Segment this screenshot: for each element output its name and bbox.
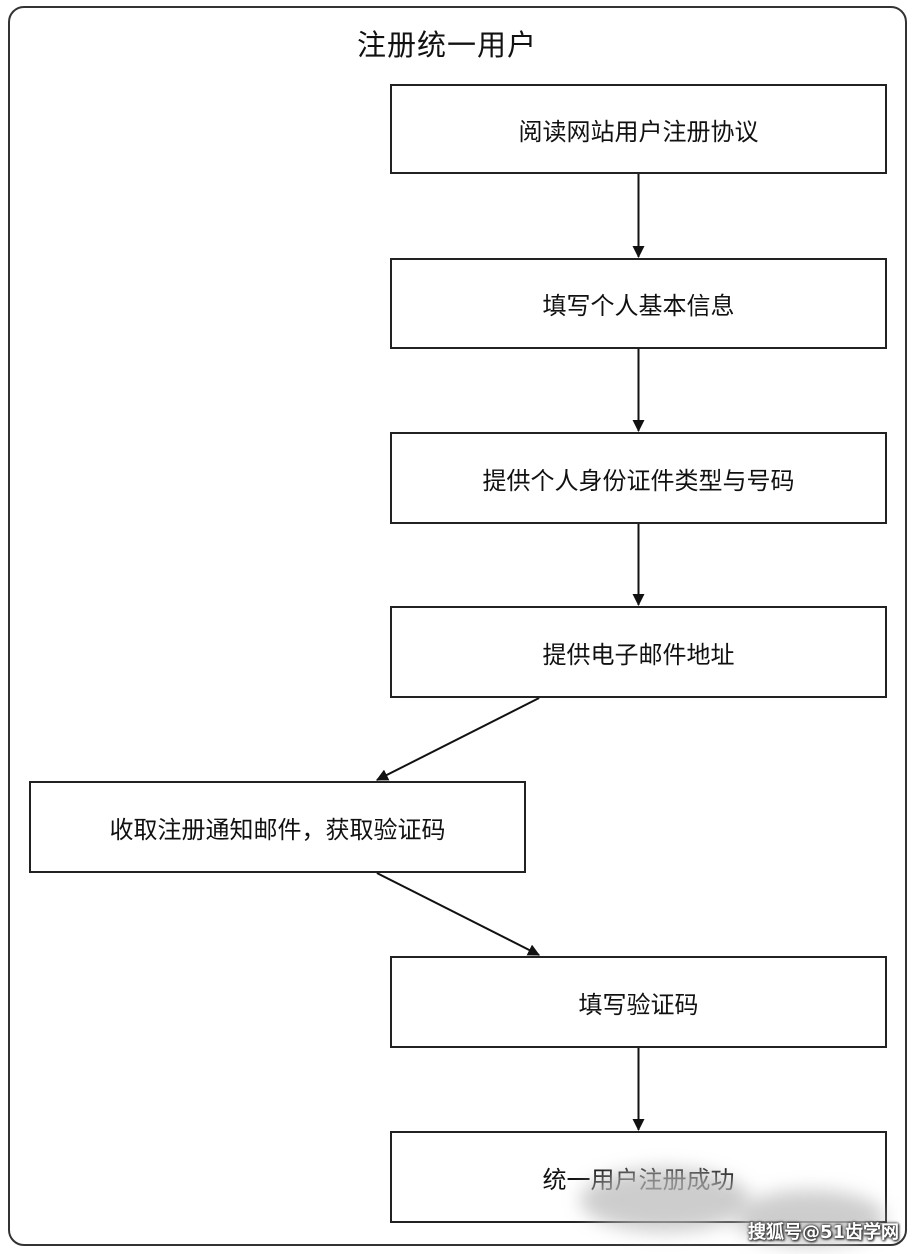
step-label: 提供个人身份证件类型与号码 <box>482 466 795 495</box>
step-label: 填写验证码 <box>578 990 699 1019</box>
blur-smudge <box>735 1190 885 1246</box>
step-fill-code: 填写验证码 <box>390 956 887 1048</box>
watermark: 搜狐号@51齿学网 <box>748 1222 900 1243</box>
step-read-agreement: 阅读网站用户注册协议 <box>390 84 887 174</box>
step-provide-id: 提供个人身份证件类型与号码 <box>390 432 887 524</box>
step-fill-basic-info: 填写个人基本信息 <box>390 258 887 349</box>
blur-smudge <box>580 1168 750 1232</box>
step-label: 收取注册通知邮件，获取验证码 <box>109 815 446 844</box>
step-receive-email: 收取注册通知邮件，获取验证码 <box>29 781 526 873</box>
diagram-title: 注册统一用户 <box>357 28 538 62</box>
step-provide-email: 提供电子邮件地址 <box>390 606 887 698</box>
step-label: 填写个人基本信息 <box>542 292 735 320</box>
step-label: 阅读网站用户注册协议 <box>518 117 759 146</box>
step-label: 提供电子邮件地址 <box>542 640 735 669</box>
